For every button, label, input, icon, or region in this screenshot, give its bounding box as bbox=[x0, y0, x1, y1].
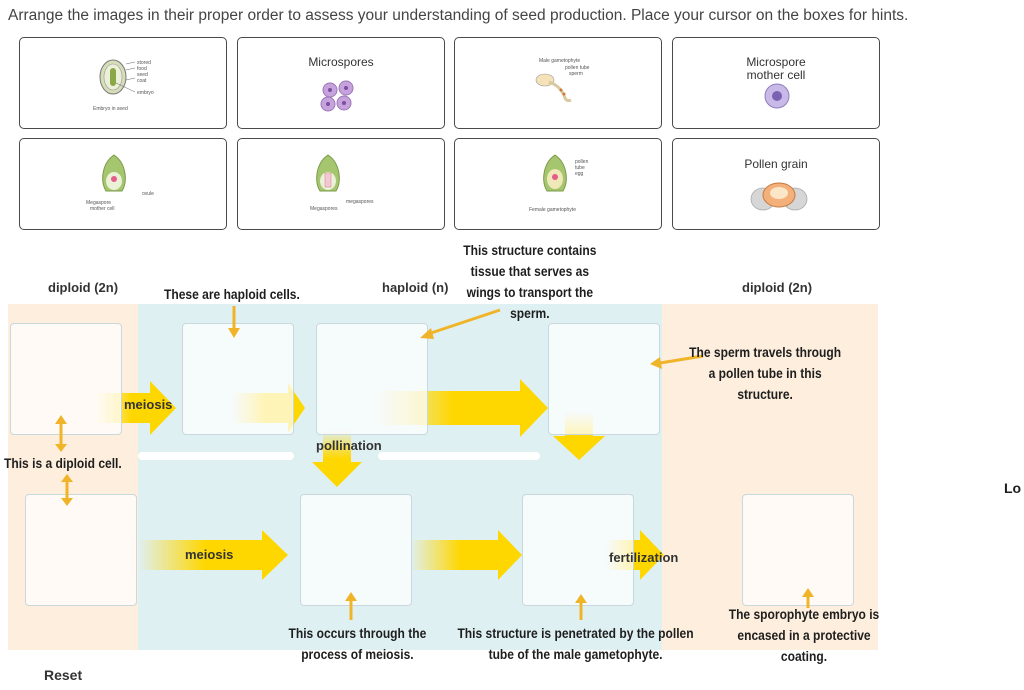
hint-wings: This structure contains tissue that serv… bbox=[463, 242, 597, 321]
card-title-microspore-mother-cell: Microspore mother cell bbox=[746, 55, 806, 82]
fertilization-label: fertilization bbox=[609, 550, 679, 565]
card-title-microspores: Microspores bbox=[308, 55, 374, 69]
hint-meiosis-process: This occurs through the process of meios… bbox=[288, 625, 427, 662]
pollen-label: pollen bbox=[575, 159, 589, 165]
seed-label-embryo: embryo bbox=[137, 90, 154, 96]
zone-label-diploid-left: diploid (2n) bbox=[48, 280, 119, 295]
microspores-illustration bbox=[320, 80, 354, 112]
card-embryo-in-seed[interactable]: stored food seed coat embryo Embryo in s… bbox=[19, 37, 227, 129]
drop-target-meiosis-result[interactable] bbox=[300, 494, 412, 606]
mother-cell-label: mother cell bbox=[90, 206, 115, 212]
hint-diploid-cell: This is a diploid cell. bbox=[4, 455, 122, 471]
zone-label-diploid-right: diploid (2n) bbox=[742, 280, 813, 295]
ovule-illustration bbox=[102, 154, 126, 192]
drop-target-haploid-cells[interactable] bbox=[182, 323, 294, 435]
drop-target-sperm-travel[interactable] bbox=[548, 323, 660, 435]
sperm-label: sperm bbox=[569, 71, 583, 77]
card-male-gametophyte[interactable]: Male gametophyte pollen tube sperm bbox=[454, 37, 662, 129]
meiosis-top-label: meiosis bbox=[124, 397, 173, 412]
card-microspore-mother-cell[interactable]: Microspore mother cell bbox=[672, 37, 880, 129]
hint-sperm-travels: The sperm travels through a pollen tube … bbox=[689, 344, 842, 402]
reset-button[interactable]: Reset bbox=[44, 667, 83, 683]
hint-penetrated: This structure is penetrated by the poll… bbox=[457, 625, 694, 662]
pollination-label: pollination bbox=[316, 438, 382, 453]
meiosis-bottom-label: meiosis bbox=[185, 547, 234, 562]
card-megaspore-mother-cell[interactable]: ovule Megaspore mother cell bbox=[19, 138, 227, 230]
zone-label-haploid: haploid (n) bbox=[382, 280, 449, 295]
drop-target-diploid-bottom[interactable] bbox=[25, 494, 137, 606]
seed-label-stored: stored bbox=[137, 60, 151, 66]
drop-target-embryo[interactable] bbox=[742, 494, 854, 606]
megaspore-label: Megaspore bbox=[86, 200, 112, 206]
pollen-tube-label: pollen tube bbox=[565, 65, 590, 71]
megaspores-illustration bbox=[316, 154, 340, 192]
card-pollen-grain[interactable]: Pollen grain bbox=[672, 138, 880, 230]
hint-haploid-cells: These are haploid cells. bbox=[164, 286, 300, 302]
drop-target-pollen-structure[interactable] bbox=[316, 323, 428, 435]
seed-illustration bbox=[99, 59, 136, 95]
megaspores-caption: Megaspores bbox=[310, 206, 338, 212]
ovule-label: ovule bbox=[142, 191, 154, 197]
card-megaspores[interactable]: megaspores Megaspores bbox=[237, 138, 445, 230]
seed-label-food: food bbox=[137, 66, 147, 72]
microspore-mother-cell-illustration bbox=[764, 83, 790, 109]
egg-label: egg bbox=[575, 171, 584, 177]
card-microspores[interactable]: Microspores bbox=[237, 37, 445, 129]
seed-caption: Embryo in seed bbox=[93, 106, 128, 112]
hint-embryo: The sporophyte embryo is encased in a pr… bbox=[728, 606, 880, 664]
male-gametophyte-label: Male gametophyte bbox=[539, 58, 581, 64]
megaspores-label-right: megaspores bbox=[346, 199, 374, 205]
drop-target-diploid-top[interactable] bbox=[10, 323, 122, 435]
seed-label-coat: coat bbox=[137, 78, 147, 84]
tube-label: tube bbox=[575, 165, 585, 171]
card-title-pollen-grain: Pollen grain bbox=[744, 157, 808, 171]
card-female-gametophyte[interactable]: pollen tube egg Female gametophyte bbox=[454, 138, 662, 230]
pollen-grain-illustration bbox=[750, 182, 808, 211]
drop-target-female-structure[interactable] bbox=[522, 494, 634, 606]
female-gametophyte-illustration bbox=[543, 154, 567, 192]
instructions-text: Arrange the images in their proper order… bbox=[8, 7, 909, 24]
male-gametophyte-illustration bbox=[535, 73, 572, 103]
cutoff-text: Lo bbox=[1004, 480, 1022, 496]
female-gametophyte-caption: Female gametophyte bbox=[529, 207, 576, 213]
seed-label-seed: seed bbox=[137, 72, 148, 78]
